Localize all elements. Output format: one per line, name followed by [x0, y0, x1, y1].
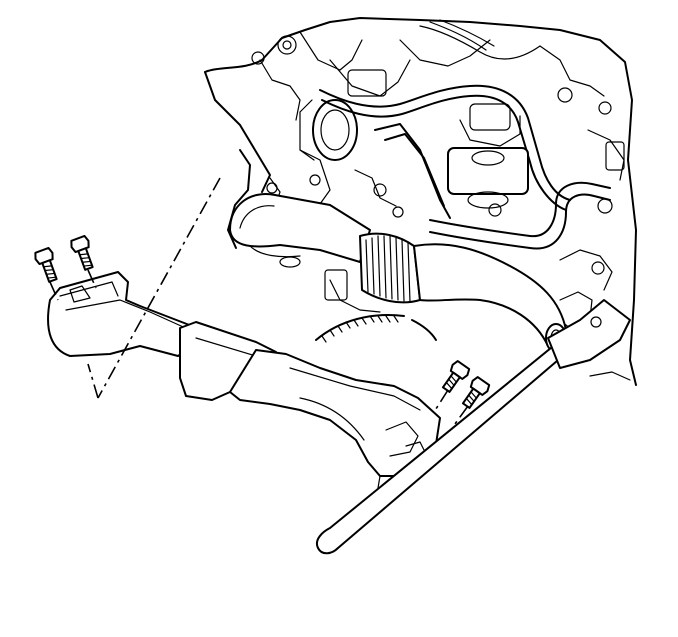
air-duct — [47, 271, 441, 489]
bolt-icon — [441, 360, 471, 393]
bolt-icon — [70, 234, 94, 271]
bolt-icon — [461, 376, 491, 409]
engine-block — [204, 17, 637, 386]
support-bracket — [316, 299, 631, 555]
bolt-icon — [34, 246, 58, 283]
alignment-lines — [87, 177, 221, 399]
flywheel — [315, 314, 437, 343]
rear-bolts — [34, 234, 97, 301]
front-bolts — [433, 360, 491, 429]
upper-intake-tube — [229, 193, 371, 268]
flexible-hose — [359, 232, 567, 353]
